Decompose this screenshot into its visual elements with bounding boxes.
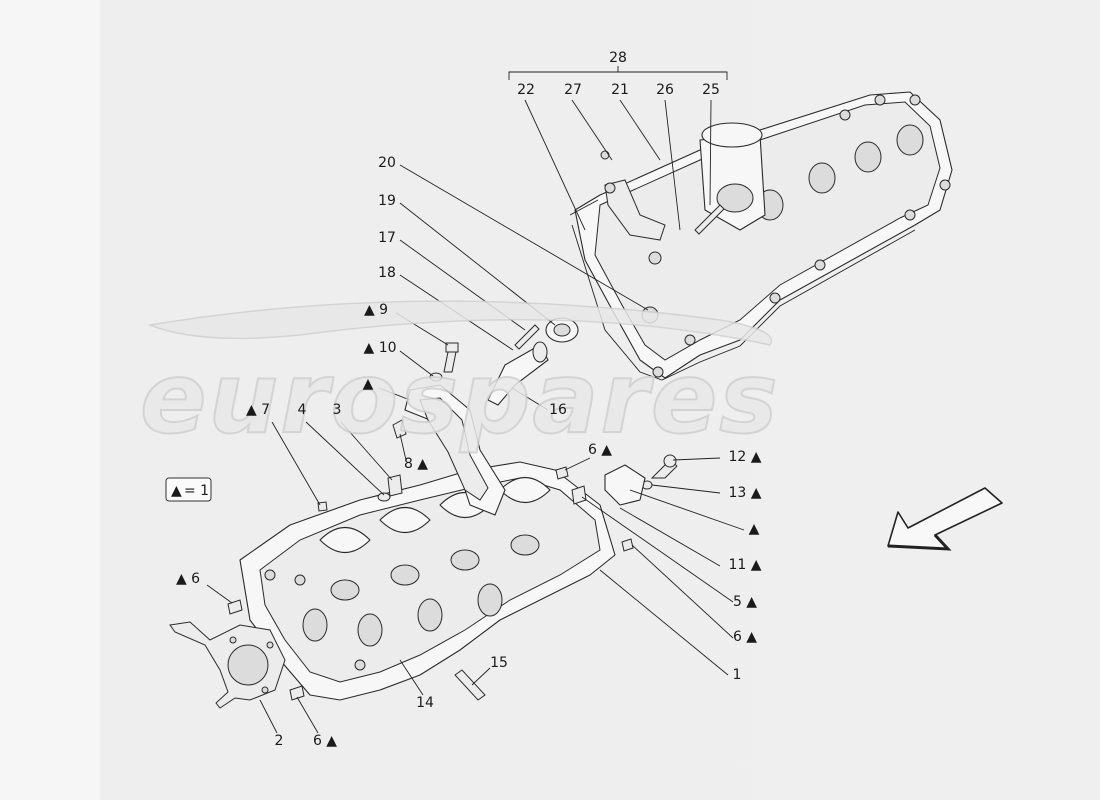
callout-c14: 14 <box>416 695 434 711</box>
callout-c11: 11 ▲ <box>728 557 761 573</box>
callout-c19: 19 <box>378 193 396 209</box>
callout-c5: 5 ▲ <box>733 594 757 610</box>
callout-c15: 15 <box>490 655 508 671</box>
callout-c6d: 6 ▲ <box>313 733 337 749</box>
callout-c4: 4 <box>298 402 307 418</box>
watermark-text: eurospares <box>140 342 780 456</box>
callout-c10: ▲ 10 <box>363 340 396 356</box>
callout-c_tri_a: ▲ <box>363 376 374 392</box>
callout-c27: 27 <box>564 82 582 98</box>
cylinder-head <box>239 384 616 701</box>
callout-c3: 3 <box>333 402 342 418</box>
callout-c2: 2 <box>275 733 284 749</box>
hardware <box>227 324 678 701</box>
callout-c16: 16 <box>549 402 567 418</box>
callout-c17: 17 <box>378 230 396 246</box>
callout-c6c: ▲ 6 <box>176 571 200 587</box>
callout-c_tri_b: ▲ <box>749 521 760 537</box>
head-gasket <box>169 621 286 709</box>
callout-c9: ▲ 9 <box>364 302 388 318</box>
group-label: 28 <box>609 50 627 66</box>
callout-c1: 1 <box>733 667 742 683</box>
callout-c25: 25 <box>702 82 720 98</box>
callout-c8: 8 ▲ <box>404 456 428 472</box>
group-bracket-28 <box>508 66 728 80</box>
callout-c12: 12 ▲ <box>728 449 761 465</box>
callout-c22: 22 <box>517 82 535 98</box>
callout-c6a: 6 ▲ <box>588 442 612 458</box>
direction-arrow <box>887 487 1003 551</box>
callout-c7: ▲ 7 <box>246 402 270 418</box>
callout-c26: 26 <box>656 82 674 98</box>
watermark: eurospares <box>139 300 780 457</box>
callout-c6b: 6 ▲ <box>733 629 757 645</box>
leader-lines <box>206 99 745 734</box>
callout-c18: 18 <box>378 265 396 281</box>
callout-c20: 20 <box>378 155 396 171</box>
callout-c21: 21 <box>611 82 629 98</box>
legend-symbol: ▲ <box>171 483 182 499</box>
legend-text: = 1 <box>184 483 209 499</box>
callout-c13: 13 ▲ <box>728 485 761 501</box>
valve-cover <box>545 91 953 381</box>
legend: ▲ = 1 <box>165 477 212 502</box>
